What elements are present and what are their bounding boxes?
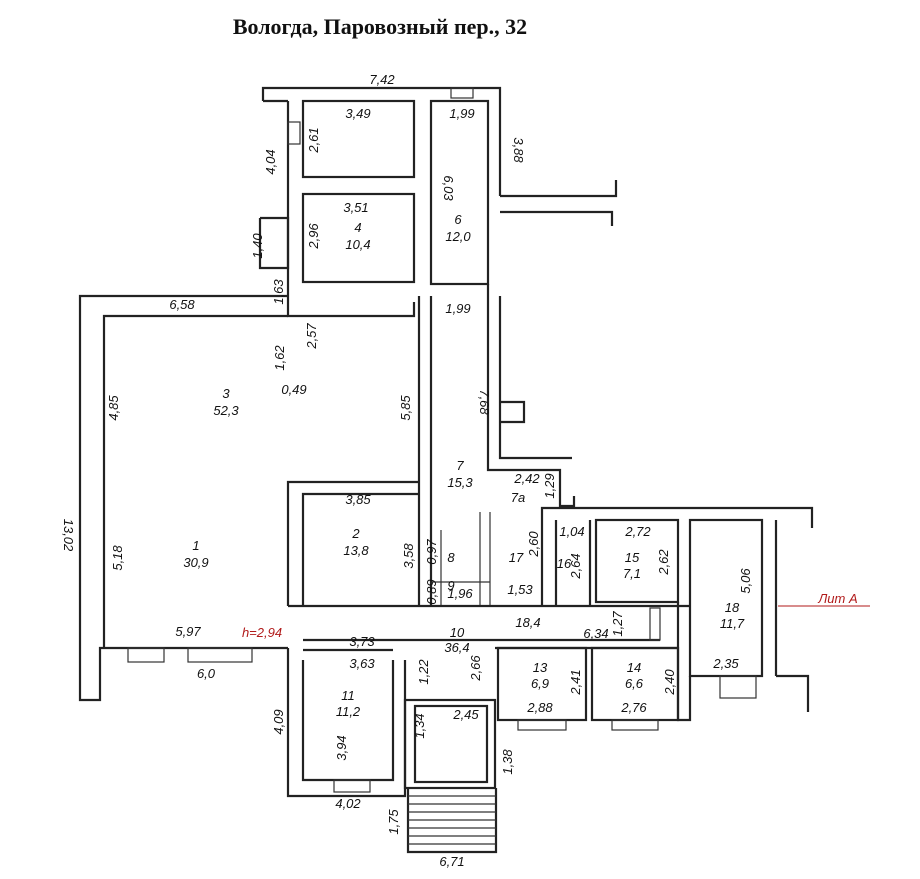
- dim-2-35: 2,35: [712, 656, 739, 671]
- room-7-id: 7: [456, 458, 464, 473]
- dim-2-61: 2,61: [306, 127, 321, 153]
- room-2-id: 2: [351, 526, 360, 541]
- room-2-area: 13,8: [343, 543, 369, 558]
- dim-2-66: 2,66: [468, 655, 483, 682]
- dim-6-58: 6,58: [169, 297, 195, 312]
- walls: [78, 86, 814, 854]
- dim-6-0: 6,0: [197, 666, 216, 681]
- dim-4-85: 4,85: [106, 395, 121, 421]
- dim-2-96: 2,96: [306, 223, 321, 250]
- room-14-id: 14: [627, 660, 641, 675]
- dim-1-62: 1,62: [272, 345, 287, 371]
- dim-2-57: 2,57: [304, 323, 319, 350]
- dim-2-62: 2,62: [656, 549, 671, 576]
- stairs: [408, 795, 496, 845]
- dim-1-22: 1,22: [416, 659, 431, 685]
- room-7-area: 15,3: [447, 475, 473, 490]
- ceiling-height-note: h=2,94: [242, 625, 282, 640]
- room-7a-id: 7a: [511, 490, 525, 505]
- room-8-id: 8: [447, 550, 455, 565]
- dim-4-02: 4,02: [335, 796, 361, 811]
- dim-1-99-mid: 1,99: [445, 301, 470, 316]
- room-15-id: 15: [625, 550, 640, 565]
- dim-2-60: 2,60: [526, 531, 541, 558]
- dim-0-97: 0,97: [424, 539, 439, 565]
- room-4-id: 4: [354, 220, 361, 235]
- room-17-id: 17: [509, 550, 524, 565]
- dim-3-73: 3,73: [349, 634, 375, 649]
- room-4-area: 10,4: [345, 237, 370, 252]
- room-11-id: 11: [341, 688, 355, 703]
- dim-2-72: 2,72: [624, 524, 651, 539]
- dim-6-71: 6,71: [439, 854, 464, 869]
- dim-1-96: 1,96: [447, 586, 473, 601]
- dim-1-38: 1,38: [500, 749, 515, 775]
- room-3-id: 3: [222, 386, 230, 401]
- dim-4-09: 4,09: [271, 709, 286, 734]
- dim-2-45: 2,45: [452, 707, 479, 722]
- dim-5-06: 5,06: [738, 568, 753, 594]
- dim-3-49: 3,49: [345, 106, 370, 121]
- dim-1-04: 1,04: [559, 524, 584, 539]
- page-title: Вологда, Паровозный пер., 32: [232, 14, 528, 39]
- annotation-lit-a: Лит А: [817, 591, 857, 606]
- dim-2-76: 2,76: [620, 700, 647, 715]
- dim-1-75: 1,75: [386, 809, 401, 835]
- dim-1-40: 1,40: [250, 233, 265, 259]
- dim-3-58: 3,58: [401, 543, 416, 569]
- dim-5-85: 5,85: [398, 395, 413, 421]
- dim-5-18: 5,18: [110, 545, 125, 571]
- dim-1-63: 1,63: [271, 279, 286, 305]
- room-14-area: 6,6: [625, 676, 644, 691]
- room-18-id: 18: [725, 600, 740, 615]
- windows: [127, 87, 757, 793]
- dim-4-04: 4,04: [263, 149, 278, 174]
- dim-2-41: 2,41: [568, 669, 583, 695]
- room-1-area: 30,9: [183, 555, 208, 570]
- room-15-area: 7,1: [623, 566, 641, 581]
- room-10-id: 10: [450, 625, 465, 640]
- dim-13-02: 13,02: [61, 519, 76, 552]
- dim-2-42: 2,42: [513, 471, 540, 486]
- room-10-area: 36,4: [444, 640, 469, 655]
- room-6-area: 12,0: [445, 229, 471, 244]
- dimension-labels: 7,42 3,49 1,99 2,61 4,04 3,88 6,03 3,51 …: [61, 72, 753, 869]
- dim-1-53: 1,53: [507, 582, 533, 597]
- room-11-area: 11,2: [336, 704, 361, 719]
- dim-0-89: 0,89: [424, 579, 439, 604]
- room-13-area: 6,9: [531, 676, 549, 691]
- dim-3-63: 3,63: [349, 656, 375, 671]
- dim-5-97: 5,97: [175, 624, 201, 639]
- dim-2-40: 2,40: [662, 669, 677, 696]
- room-9-id: 9: [447, 578, 454, 593]
- room-18-area: 11,7: [720, 616, 745, 631]
- room-1-id: 1: [192, 538, 199, 553]
- dim-3-88: 3,88: [511, 137, 526, 163]
- dim-1-27: 1,27: [610, 611, 625, 637]
- dim-0-49: 0,49: [281, 382, 306, 397]
- dim-3-94: 3,94: [334, 735, 349, 760]
- dim-2-88: 2,88: [526, 700, 553, 715]
- dim-7-68: 7,68: [477, 389, 492, 415]
- dim-7-42: 7,42: [369, 72, 395, 87]
- dim-18-4: 18,4: [515, 615, 540, 630]
- dim-1-29: 1,29: [542, 473, 557, 498]
- dim-6-03: 6,03: [441, 175, 456, 201]
- dim-1-34: 1,34: [412, 713, 427, 738]
- dim-3-85: 3,85: [345, 492, 371, 507]
- dim-3-51: 3,51: [343, 200, 368, 215]
- room-13-id: 13: [533, 660, 548, 675]
- room-6-id: 6: [454, 212, 462, 227]
- dim-6-34: 6,34: [583, 626, 608, 641]
- dim-1-99-top: 1,99: [449, 106, 474, 121]
- room-16-id: 16: [557, 556, 572, 571]
- room-labels: 1 30,9 2 13,8 3 52,3 4 10,4 6 12,0 7 15,…: [183, 212, 745, 719]
- room-3-area: 52,3: [213, 403, 239, 418]
- dim-2-64: 2,64: [568, 553, 583, 579]
